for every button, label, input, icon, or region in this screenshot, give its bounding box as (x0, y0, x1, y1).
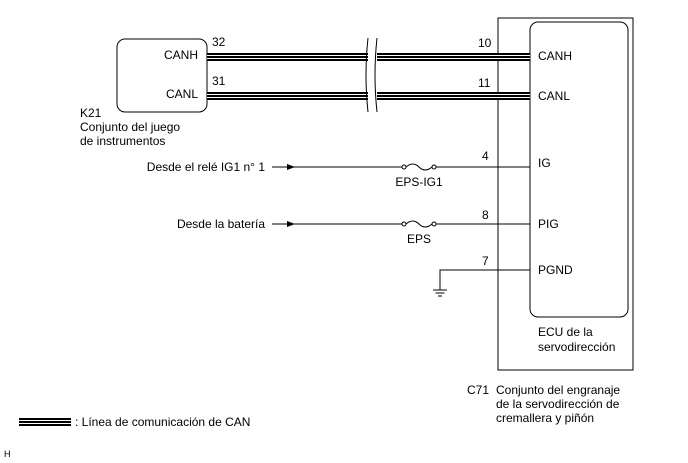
pgnd-wire (439, 269, 530, 290)
ecu-box (529, 21, 629, 318)
k21-pin-canh-label: CANH (164, 48, 198, 62)
c71-name-line3: cremallera y piñón (496, 411, 594, 425)
corner-mark: H (4, 449, 11, 459)
c71-code: C71 (467, 383, 489, 397)
ecu-pin-pig-num: 8 (482, 208, 489, 222)
ecu-pin-pgnd-num: 7 (482, 254, 489, 268)
can-line-legend-label: : Línea de comunicación de CAN (75, 415, 250, 429)
fuse-eps-ig1 (401, 163, 437, 171)
k21-name-line1: Conjunto del juego (80, 120, 180, 134)
wire-break-mark (365, 37, 378, 113)
ecu-pin-pig-label: PIG (538, 217, 559, 231)
ig1-source-label: Desde el relé IG1 n° 1 (147, 160, 266, 174)
can-line-legend-symbol (19, 418, 71, 426)
ecu-pin-ig-num: 4 (482, 149, 489, 163)
ecu-pin-canl-label: CANL (538, 89, 570, 103)
k21-pin-canh-num: 32 (212, 35, 226, 49)
c71-name-line1: Conjunto del engranaje (496, 383, 620, 397)
ecu-label-line1: ECU de la (538, 325, 593, 339)
battery-source-label: Desde la batería (177, 217, 265, 231)
fuse-eps (401, 220, 437, 228)
k21-code: K21 (80, 106, 102, 120)
fuse-eps-ig1-label: EPS-IG1 (395, 175, 443, 189)
ecu-label-line2: servodirección (538, 340, 615, 354)
fuse-eps-label: EPS (407, 232, 431, 246)
ecu-pin-canh-num: 10 (478, 36, 492, 50)
k21-pin-canl-num: 31 (212, 74, 226, 88)
ecu-pin-ig-label: IG (538, 156, 551, 170)
ground-icon (433, 289, 447, 297)
k21-connector-box (116, 38, 208, 113)
ecu-pin-canl-num: 11 (478, 76, 491, 90)
k21-name-line2: de instrumentos (80, 134, 165, 148)
k21-pin-canl-label: CANL (166, 87, 198, 101)
ecu-pin-canh-label: CANH (538, 49, 572, 63)
c71-name-line2: de la servodirección de (496, 397, 620, 411)
ecu-pin-pgnd-label: PGND (538, 263, 573, 277)
